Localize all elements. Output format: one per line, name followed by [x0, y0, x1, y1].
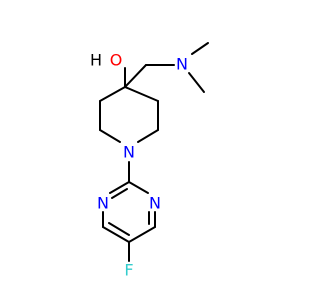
- hydroxyl-h-label: H: [90, 51, 102, 70]
- bond-c4-c3: [99, 86, 126, 102]
- bond-c4-ch2: [124, 64, 147, 88]
- bond-pyr-c5-c6: [128, 226, 156, 243]
- piperidine-n-label: N: [123, 143, 135, 162]
- bond-pyr-c4-c5-double: [108, 222, 130, 236]
- bond-c5-c4: [124, 86, 159, 102]
- pyrimidine-n-left-label: N: [97, 194, 109, 213]
- bond-n1-c6: [137, 129, 159, 143]
- bond-n-methyl-up: [191, 42, 209, 55]
- bond-lines: [99, 42, 209, 262]
- dimethylamine-n-label: N: [176, 55, 188, 74]
- molecule-structure: H O N N N N F: [90, 42, 209, 280]
- fluorine-label: F: [124, 261, 133, 280]
- bond-pyr-c2-n3: [109, 181, 130, 194]
- bond-c2-n1: [99, 129, 121, 143]
- bond-n-methyl-down: [188, 72, 205, 93]
- bond-pyr-c4-c5: [102, 226, 130, 243]
- atom-labels: H O N N N N F: [90, 51, 188, 280]
- hydroxyl-o-label: O: [110, 51, 123, 70]
- pyrimidine-n-right-label: N: [149, 194, 161, 213]
- bond-pyr-c2-n3-double: [111, 188, 128, 199]
- bond-pyr-c2-n1: [128, 181, 149, 194]
